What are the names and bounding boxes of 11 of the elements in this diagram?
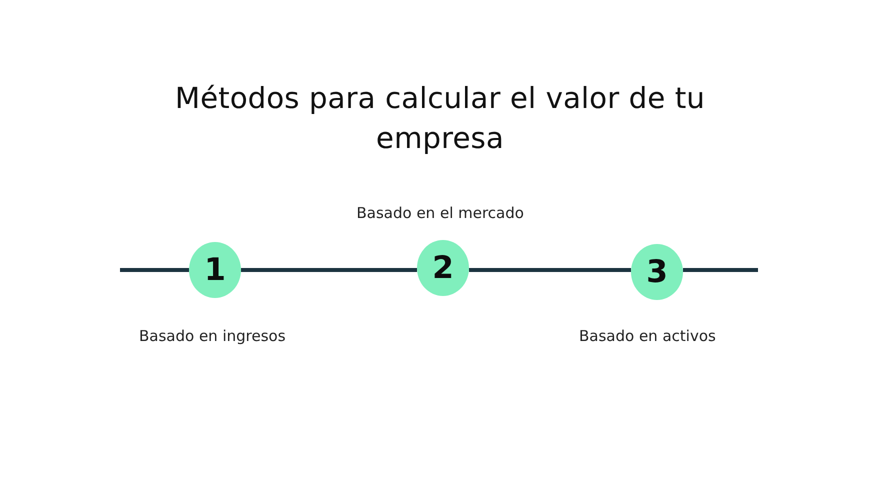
title: Métodos para calcular el valor de tu empresa [174,80,706,157]
numbered-circle: 3 [631,244,683,300]
timeline-line [241,268,417,272]
step-caption: Basado en el mercado [356,204,524,222]
timeline-line [469,268,631,272]
timeline-line [120,268,189,272]
step-caption: Basado en ingresos [139,327,286,345]
numbered-circle: 2 [417,240,469,296]
step-caption: Basado en activos [579,327,716,345]
timeline-line [683,268,758,272]
numbered-circle: 1 [189,242,241,298]
